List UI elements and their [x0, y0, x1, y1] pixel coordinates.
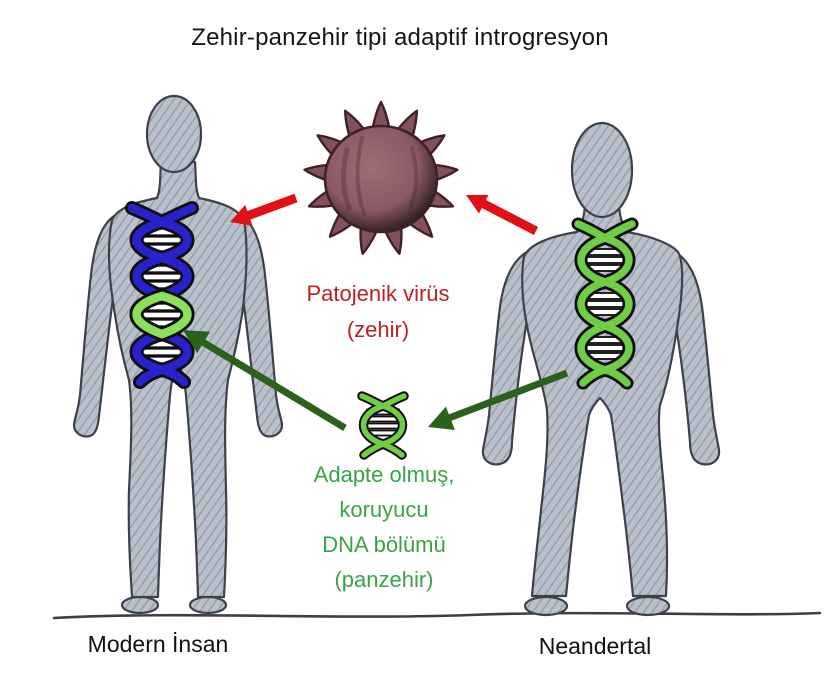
- virus-label: Patojenik virüs (zehir): [258, 276, 498, 348]
- modern-human-head: [145, 94, 203, 174]
- arrow-shaft: [199, 338, 347, 431]
- dna-label-line4: (panzehir): [334, 567, 434, 592]
- neandertal-dna-helix-icon: [571, 217, 639, 390]
- dna-rungs: [579, 248, 631, 360]
- diagram-title: Zehir-panzehir tipi adaptif introgresyon: [191, 24, 609, 51]
- dna-segment-label: Adapte olmuş, koruyucu DNA bölümü (panze…: [264, 457, 504, 597]
- virus-shading: [341, 147, 352, 211]
- arrow-shaft: [479, 199, 539, 235]
- modern-human-right-foot: [188, 595, 228, 615]
- arrow-segment-to-modern-dna: [183, 330, 347, 431]
- neandertal-left-foot: [523, 595, 569, 617]
- neandertal-head: [570, 121, 634, 219]
- modern-human-figure: [72, 94, 284, 615]
- dna-label-line2: koruyucu: [339, 497, 429, 522]
- virus-body: [323, 124, 439, 234]
- arrow-shaft: [245, 193, 298, 221]
- dna-strand-green: [360, 393, 407, 458]
- arrow-head: [466, 194, 489, 214]
- neandertal-label: Neandertal: [538, 633, 652, 659]
- virus-shading: [409, 146, 419, 208]
- pathogenic-virus-icon: [302, 100, 460, 258]
- dna-label-line3: DNA bölümü: [322, 532, 446, 557]
- modern-human-dna-helix-icon: [125, 201, 199, 389]
- virus-label-line1: Patojenik virüs: [306, 281, 450, 306]
- dna-strand-green: [577, 220, 636, 387]
- virus-label-line2: (zehir): [346, 317, 410, 342]
- modern-human-left-arm: [72, 214, 120, 438]
- ground-line: [52, 611, 822, 620]
- dna-rungs: [134, 227, 190, 365]
- arrow-head: [183, 330, 210, 354]
- introgressed-segment-green: [132, 291, 167, 339]
- introgressed-segment-green: [157, 291, 192, 339]
- neandertal-figure: [481, 121, 721, 617]
- arrow-neandertal-to-virus: [466, 194, 539, 235]
- arrow-virus-to-modern-human: [230, 193, 298, 226]
- virus-shading: [355, 136, 366, 216]
- arrow-neandertal-to-segment: [428, 369, 569, 430]
- protective-dna-segment-icon: [357, 391, 409, 460]
- dna-label-line1: Adapte olmuş,: [313, 462, 455, 487]
- dna-strand-green: [359, 393, 406, 458]
- modern-human-label: Modern İnsan: [87, 631, 229, 657]
- arrow-head: [428, 406, 455, 430]
- arrow-head: [230, 204, 253, 226]
- arrow-shaft: [447, 369, 569, 422]
- neandertal-right-foot: [625, 595, 671, 617]
- modern-human-left-foot: [120, 595, 160, 615]
- neandertal-body: [521, 191, 684, 598]
